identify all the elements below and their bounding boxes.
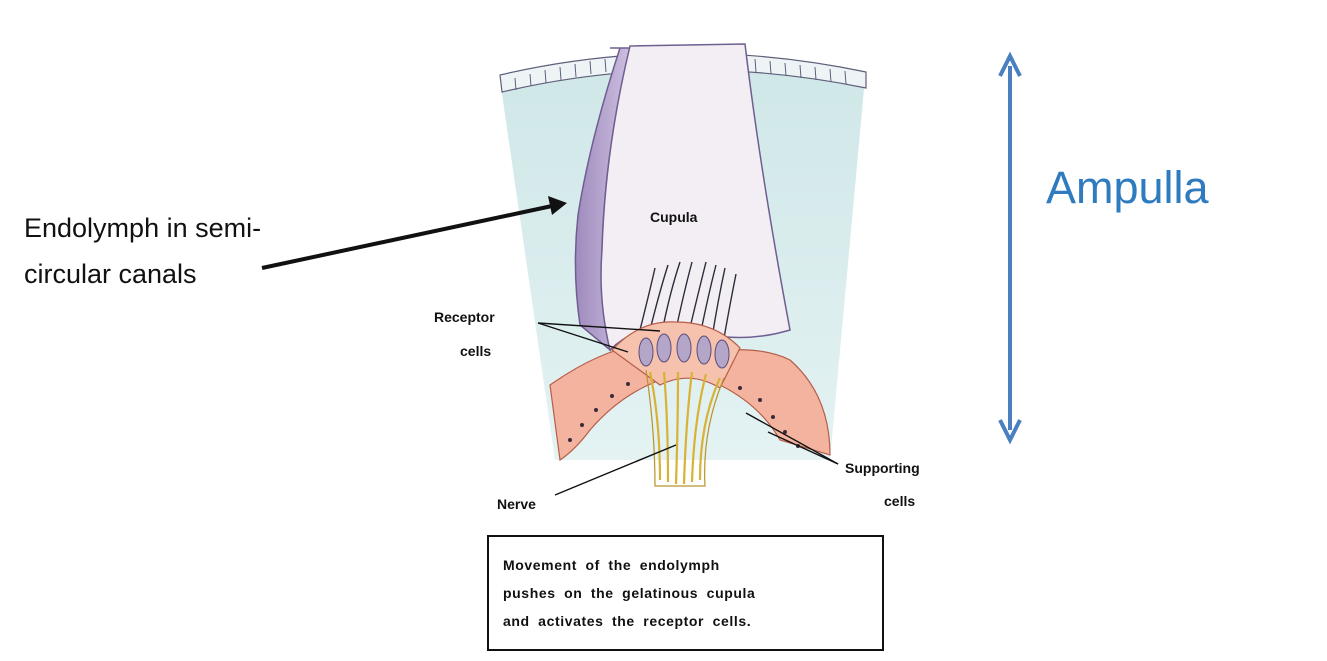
nerve-pointer-line [554,444,677,496]
endolymph-arrow-line [261,204,553,270]
receptor-label-line1: Receptor [434,309,495,325]
supporting-pointer-lines [745,412,839,465]
endolymph-arrowhead [548,196,567,215]
endolymph-label-line1: Endolymph in semi- [24,213,262,243]
nerve-label: Nerve [497,496,536,512]
receptor-pointer-lines [537,322,661,353]
receptor-cells [638,333,730,369]
ampulla-arrowhead-bottom [998,419,1022,445]
supporting-label-line2: cells [884,493,915,509]
nerve-bundle-outline [645,369,725,487]
caption-line-2: pushes on the gelatinous cupula [503,585,756,601]
ampulla-arrowhead-top [998,51,1022,77]
caption-line-3: and activates the receptor cells. [503,613,752,629]
caption-box: Movement of the endolymph pushes on the … [487,535,884,651]
supporting-label-line1: Supporting [845,460,920,476]
cupula-label: Cupula [650,209,698,225]
supporting-cell-nuclei [568,382,800,448]
nerve-fibers [648,371,722,485]
ampulla-label: Ampulla [1046,162,1209,213]
left-epithelium [549,344,661,462]
receptor-label-line2: cells [460,343,491,359]
caption-line-1: Movement of the endolymph [503,557,720,573]
endolymph-label-line2: circular canals [24,259,197,289]
right-epithelium [709,349,831,456]
